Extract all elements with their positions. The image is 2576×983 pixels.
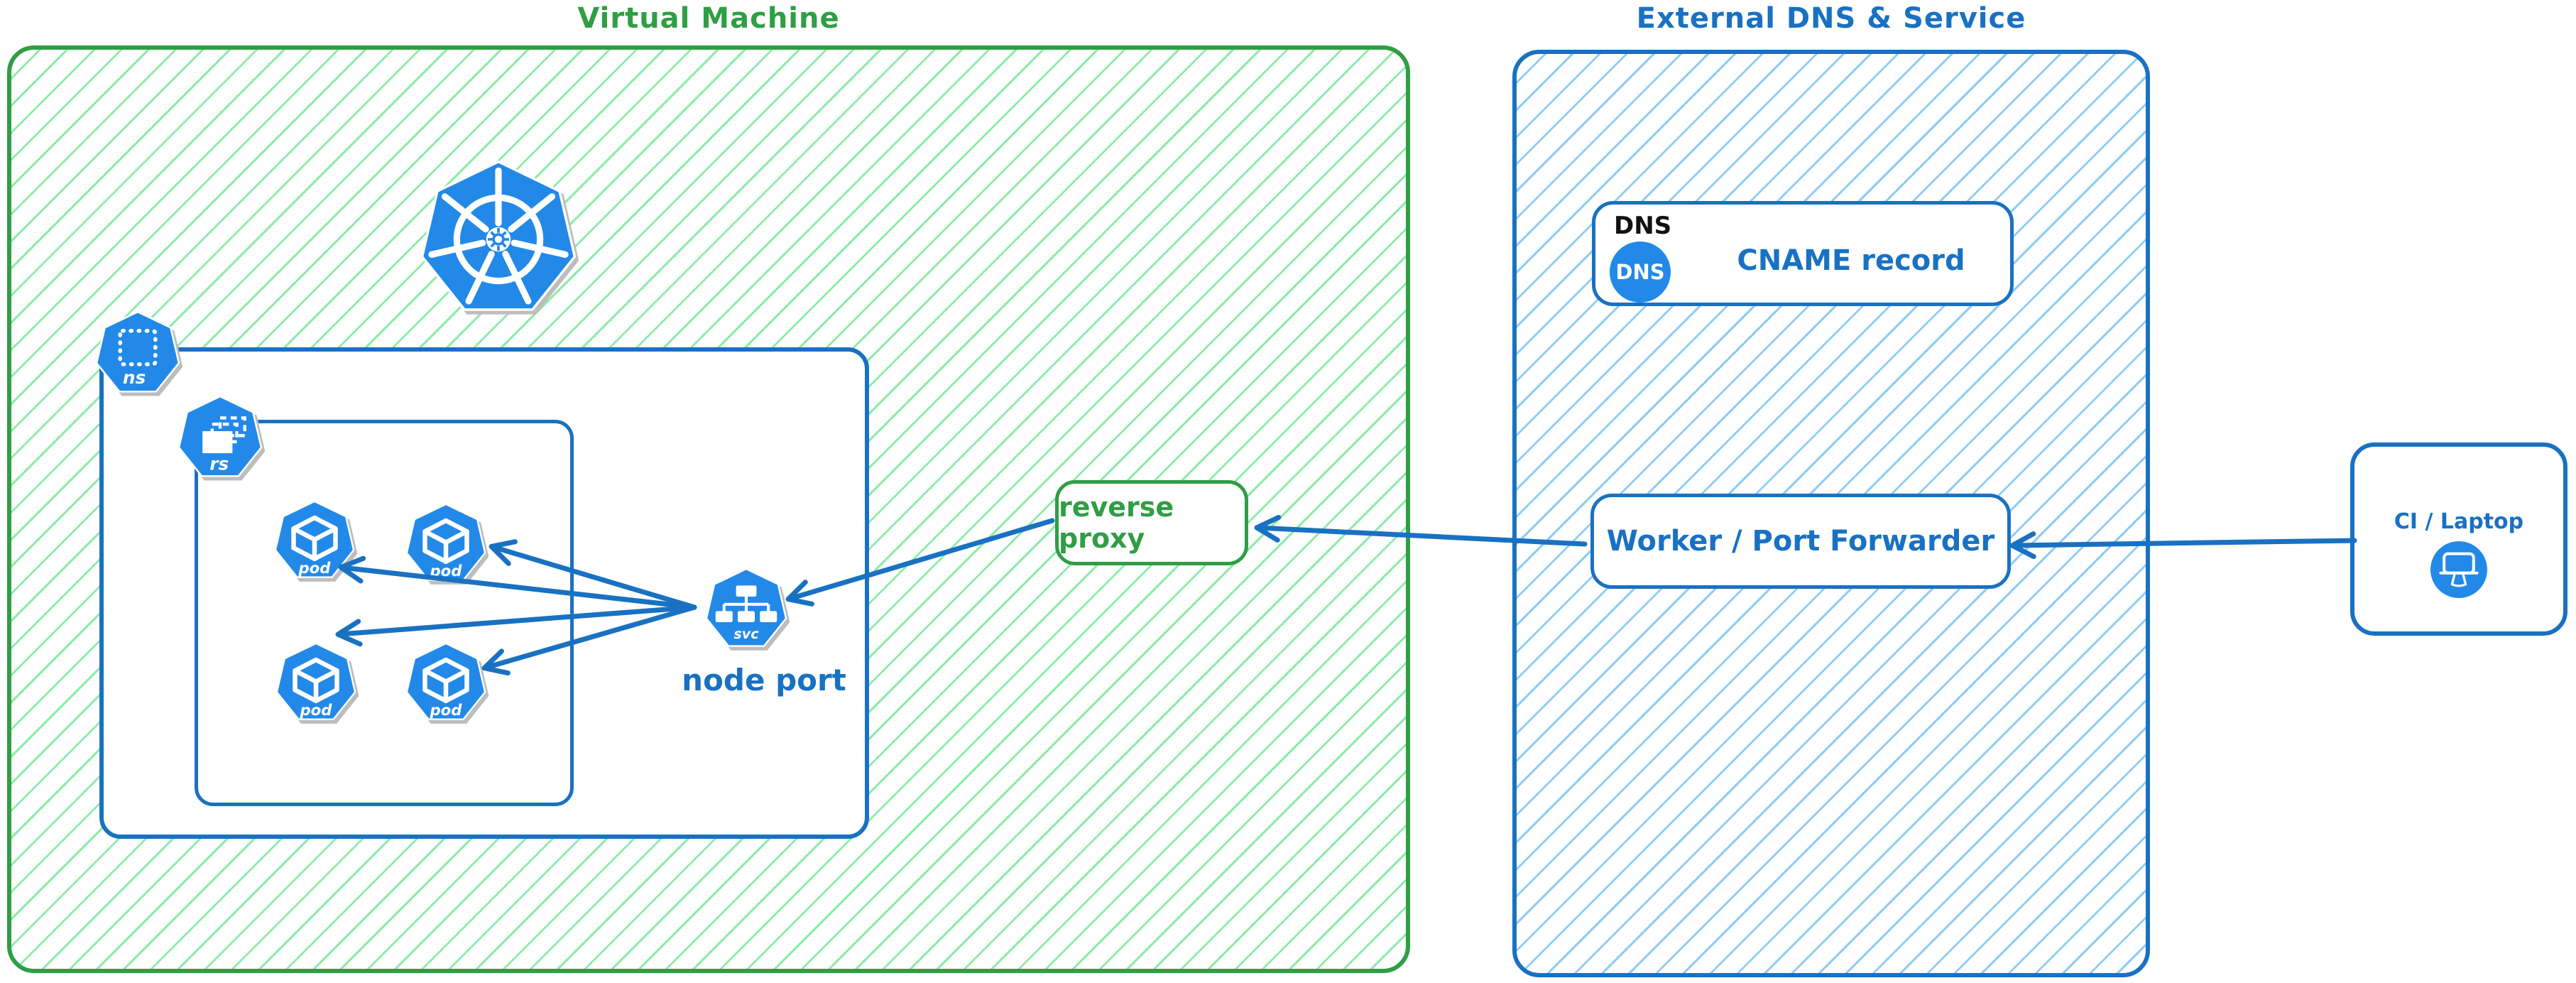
cname-record-label: CNAME record [1737, 244, 1965, 277]
pod-icon: pod [405, 503, 486, 581]
replicaset-icon-label: rs [209, 454, 229, 474]
pod-icon: pod [274, 500, 355, 578]
namespace-icon: ns [95, 310, 180, 393]
ci-laptop-box: CI / Laptop [2350, 442, 2567, 636]
pod-icon-label: pod [430, 563, 463, 580]
monitor-icon [2439, 552, 2479, 587]
ci-laptop-label: CI / Laptop [2394, 509, 2524, 534]
namespace-box: rs pod pod [99, 347, 869, 839]
kubernetes-logo-icon [420, 160, 577, 311]
pod-icon: pod [405, 642, 486, 720]
node-port-label: node port [682, 663, 846, 697]
reverse-proxy-label: reverse proxy [1059, 492, 1174, 554]
laptop-icon [2430, 541, 2487, 598]
dns-record-card: DNS DNS CNAME record [1592, 201, 2014, 306]
replicaset-icon: rs [178, 395, 263, 477]
service-icon-label: svc [733, 626, 759, 642]
external-dns-title: External DNS & Service [1636, 2, 2026, 35]
virtual-machine-title: Virtual Machine [577, 2, 840, 35]
dns-card-header: DNS [1614, 212, 1672, 240]
pod-icon-label: pod [430, 702, 463, 719]
namespace-icon-label: ns [123, 367, 146, 388]
worker-label: Worker / Port Forwarder [1606, 525, 1995, 558]
service-icon: svc [705, 567, 787, 647]
external-dns-box: DNS DNS CNAME record Worker / Port Forwa… [1512, 50, 2150, 977]
pod-icon-label: pod [300, 702, 333, 719]
dns-badge-label: DNS [1615, 260, 1665, 284]
pod-icon-label: pod [298, 560, 332, 577]
reverse-proxy-box: reverse proxy [1055, 480, 1248, 565]
dns-badge-icon: DNS [1610, 241, 1671, 303]
pod-icon: pod [275, 642, 356, 720]
worker-port-forwarder-card: Worker / Port Forwarder [1590, 494, 2011, 589]
